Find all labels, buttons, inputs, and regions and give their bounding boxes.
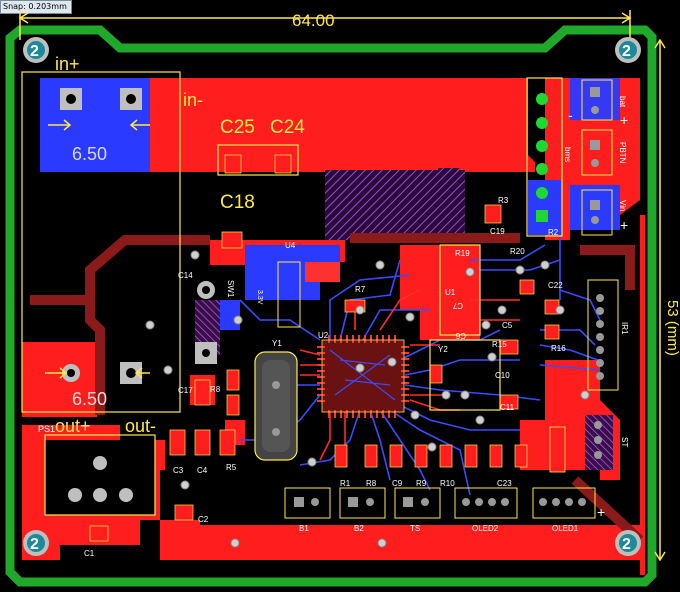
label-u4: U4 — [285, 241, 296, 250]
connector-pbtn[interactable] — [581, 129, 613, 176]
mounting-hole-tl — [23, 37, 49, 63]
label-c5: C5 — [502, 321, 513, 330]
silkscreen-outlines — [21, 71, 501, 516]
connector-bat[interactable] — [581, 79, 613, 121]
mount-label-br: 2 — [622, 536, 631, 553]
label-r3: R3 — [498, 196, 509, 205]
hatched-pad-area — [438, 168, 460, 198]
mounting-hole-tr — [615, 37, 641, 63]
label-c14: C14 — [178, 271, 193, 280]
dim-height-label: 53 (mm) — [664, 300, 680, 356]
power-input-pads[interactable] — [60, 88, 217, 502]
connector-oled2[interactable] — [454, 487, 518, 519]
dim-label-bottom: 6.50 — [72, 389, 107, 409]
label-b2: B2 — [354, 524, 364, 533]
mounting-hole-bl — [23, 530, 49, 556]
label-r15: R15 — [492, 340, 507, 349]
connector-vin[interactable] — [581, 189, 613, 236]
mount-label-tl: 2 — [30, 43, 39, 60]
label-bms: bms — [563, 147, 572, 162]
mount-label-bl: 2 — [30, 536, 39, 553]
label-r10: R10 — [440, 479, 455, 488]
label-sw1: SW1 — [226, 280, 235, 298]
connector-b2[interactable] — [339, 487, 386, 519]
label-c4: C4 — [197, 466, 208, 475]
label-r9: R9 — [416, 479, 427, 488]
label-y1: Y1 — [272, 339, 282, 348]
y1-crystal[interactable] — [254, 351, 298, 461]
label-in-minus: in- — [183, 90, 203, 110]
label-c17: C17 — [178, 386, 193, 395]
label-r7: R7 — [355, 285, 366, 294]
ir1-header[interactable] — [587, 279, 619, 391]
label-bat: bat — [618, 96, 627, 108]
label-c7: C7 — [452, 301, 463, 310]
u2-mcu[interactable] — [317, 335, 409, 418]
label-c23: C23 — [497, 479, 512, 488]
mount-label-tr: 2 — [622, 43, 631, 60]
label-st: ST — [620, 437, 629, 447]
label-plus-oled1: + — [597, 504, 605, 520]
label-u4-part: 3.3V — [256, 290, 263, 305]
connector-oled1[interactable] — [532, 487, 596, 519]
st-connector[interactable] — [549, 421, 602, 473]
label-c9: C9 — [392, 479, 403, 488]
label-plus-bat: + — [620, 112, 628, 128]
label-ps1: PS1 — [38, 424, 55, 434]
snap-indicator: Snap: 0.203mm — [0, 0, 72, 14]
label-c11: C11 — [500, 403, 515, 412]
label-ir1: IR1 — [620, 322, 629, 335]
label-c3: C3 — [173, 466, 184, 475]
label-r16: R16 — [551, 344, 566, 353]
label-r2: R2 — [548, 228, 559, 237]
dim-label-top: 6.50 — [72, 144, 107, 164]
label-in-plus: in+ — [55, 54, 80, 74]
label-c10: C10 — [495, 371, 510, 380]
label-out-minus: out- — [125, 416, 156, 436]
label-out-plus: out+ — [55, 416, 91, 436]
label-c1: C1 — [84, 549, 95, 558]
dim-width-label: 64.00 — [292, 11, 335, 30]
label-r8: R8 — [210, 385, 221, 394]
mounting-hole-br — [615, 530, 641, 556]
label-vin: Vin — [618, 200, 627, 211]
label-oled2: OLED2 — [472, 524, 499, 533]
label-c2: C2 — [198, 515, 209, 524]
label-c25: C25 — [220, 117, 255, 138]
label-c6: C6 — [455, 331, 466, 340]
label-minus-bms: - — [568, 107, 573, 123]
dimension-markers — [18, 10, 666, 562]
label-c22: C22 — [548, 281, 563, 290]
label-u2: U2 — [318, 331, 329, 340]
label-c18: C18 — [220, 192, 255, 213]
label-y2: Y2 — [438, 345, 448, 354]
label-r5: R5 — [226, 463, 237, 472]
label-u1: U1 — [445, 288, 456, 297]
label-ts: TS — [410, 524, 420, 533]
label-r8b: R8 — [366, 479, 377, 488]
smd-components — [89, 154, 560, 542]
label-b1: B1 — [299, 524, 309, 533]
label-r19: R19 — [455, 249, 470, 258]
label-r1: R1 — [340, 479, 351, 488]
label-pbtn: PBTN — [618, 142, 627, 164]
label-c24: C24 — [270, 117, 305, 138]
u4-regulator[interactable] — [277, 261, 340, 328]
vias — [145, 250, 590, 548]
label-plus-vin: + — [620, 217, 628, 233]
label-r20: R20 — [510, 247, 525, 256]
label-c19: C19 — [490, 227, 505, 236]
terminal-block[interactable] — [526, 77, 563, 237]
label-oled1: OLED1 — [552, 524, 579, 533]
trace-group — [30, 233, 644, 544]
connector-ts[interactable] — [394, 487, 441, 519]
silk-labels: 64.00 53 (mm) 2 2 2 2 in+ in- out+ out- … — [30, 11, 680, 558]
connector-b1[interactable] — [284, 487, 331, 519]
